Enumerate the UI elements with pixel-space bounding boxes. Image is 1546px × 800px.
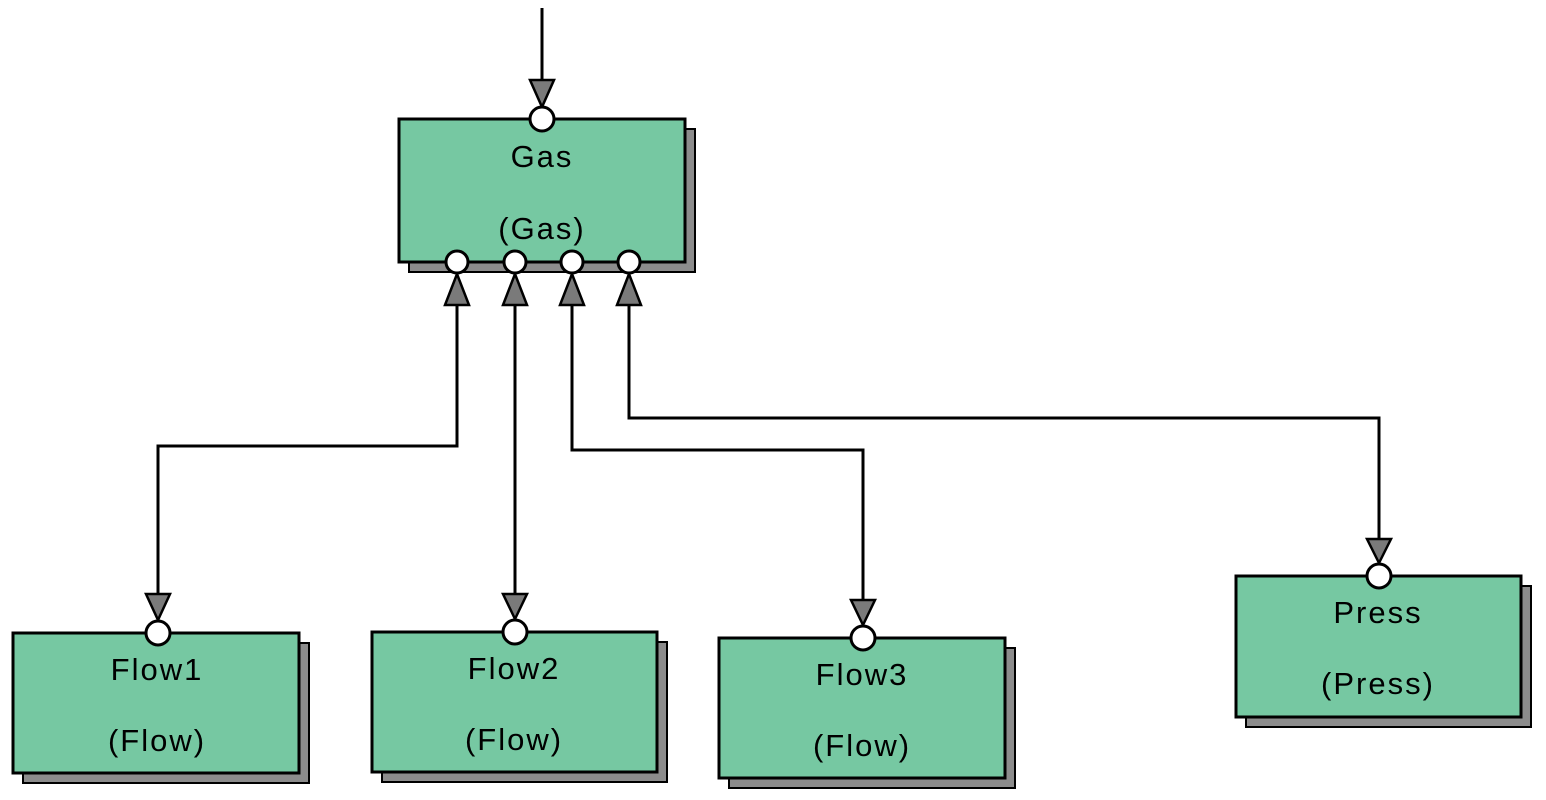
block-flow3-body[interactable]: [717, 636, 1007, 780]
port-flow2-in[interactable]: [501, 618, 529, 646]
block-gas-name: Gas: [511, 139, 574, 174]
block-flow2-body[interactable]: [370, 630, 659, 774]
port-gas-out-2[interactable]: [502, 249, 528, 275]
block-flow1-name: Flow1: [111, 652, 204, 687]
block-flow3-type: (Flow): [813, 728, 911, 763]
block-flow3-name: Flow3: [816, 657, 909, 692]
port-flow1-in[interactable]: [144, 619, 172, 647]
arrowhead-down-icon: [528, 78, 556, 111]
block-flow1-body[interactable]: [11, 631, 301, 775]
block-flow1: Flow1 (Flow): [11, 631, 310, 784]
connection-gas-press[interactable]: [627, 304, 1381, 539]
block-flow3: Flow3 (Flow): [717, 636, 1016, 789]
port-gas-in[interactable]: [528, 105, 556, 133]
arrowhead-down-icon: [144, 592, 172, 623]
arrowhead-down-icon: [1364, 537, 1394, 566]
arrowhead-down-icon: [849, 598, 877, 628]
connection-gas-flow3[interactable]: [570, 304, 865, 601]
block-press-type: (Press): [1321, 666, 1435, 701]
arrowhead-up-icon: [615, 270, 643, 307]
block-gas-type: (Gas): [498, 211, 586, 246]
port-gas-out-4[interactable]: [616, 249, 642, 275]
arrowhead-up-icon: [558, 270, 586, 307]
port-flow3-in[interactable]: [849, 624, 877, 652]
block-flow2-name: Flow2: [468, 651, 561, 686]
connection-gas-flow1[interactable]: [156, 304, 459, 595]
arrowhead-up-icon: [501, 270, 529, 307]
block-gas: Gas (Gas): [397, 117, 696, 273]
block-press: Press (Press): [1234, 574, 1532, 728]
arrowhead-down-icon: [501, 592, 529, 622]
block-flow2-type: (Flow): [465, 722, 563, 757]
block-flow2: Flow2 (Flow): [370, 630, 668, 783]
block-flow1-type: (Flow): [108, 723, 206, 758]
port-gas-out-1[interactable]: [444, 249, 470, 275]
port-gas-out-3[interactable]: [559, 249, 585, 275]
arrowhead-up-icon: [443, 270, 471, 307]
block-press-name: Press: [1333, 595, 1422, 630]
port-press-in[interactable]: [1365, 562, 1393, 590]
